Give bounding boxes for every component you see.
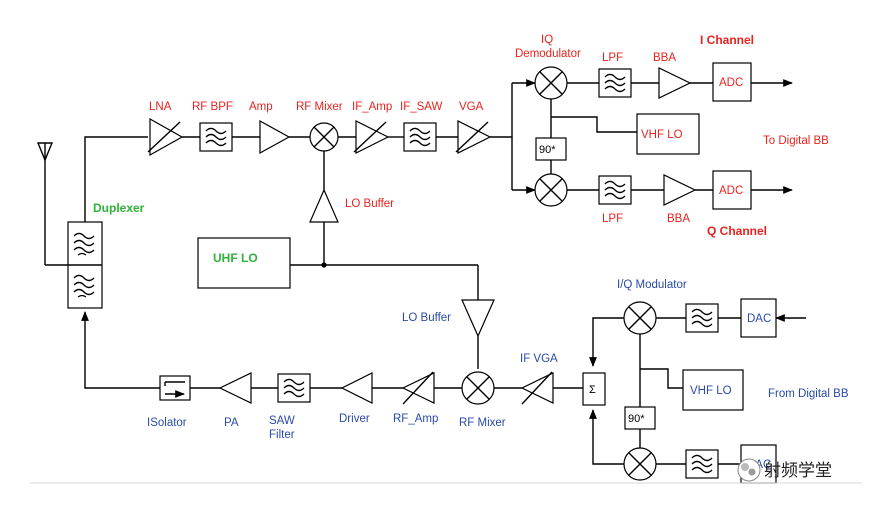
- i-lpf-label: LPF: [602, 52, 623, 64]
- tx-isolator: [159, 375, 191, 401]
- tx-pa-label: PA: [224, 417, 239, 429]
- tx-rf-mixer: [461, 371, 495, 405]
- if-saw-filter: [403, 122, 437, 152]
- tx-rf-amp-amplifier: [401, 371, 435, 405]
- q-bba-amplifier: [663, 174, 697, 206]
- amp-label: Amp: [249, 101, 273, 113]
- tx-phase-label: 90*: [628, 413, 645, 425]
- iq-demod-mixer-q: [534, 173, 568, 207]
- if-amp-amplifier: [353, 120, 390, 154]
- wechat-icon: [737, 458, 761, 482]
- duplexer-label: Duplexer: [93, 201, 145, 215]
- rx-wire-duplexer-lna: [84, 136, 148, 222]
- vga-amplifier: [455, 120, 492, 154]
- lna-label: LNA: [149, 101, 172, 113]
- tx-if-vga-amplifier: [520, 371, 554, 405]
- q-lpf-label: LPF: [602, 213, 623, 225]
- amp-amplifier: [259, 119, 291, 155]
- i-lpf-filter: [598, 68, 632, 98]
- q-bba-label: BBA: [667, 213, 690, 225]
- tx-saw-label-2: Filter: [269, 429, 295, 441]
- vga-label: VGA: [459, 101, 484, 113]
- tx-rf-mixer-label: RF Mixer: [459, 417, 506, 429]
- tx-driver-label: Driver: [339, 413, 370, 425]
- i-bba-amplifier: [658, 67, 692, 99]
- tx-isolator-label: ISolator: [147, 417, 187, 429]
- to-digital-bb-label: To Digital BB: [763, 135, 829, 147]
- tx-wire-isolator-duplexer: [81, 311, 160, 389]
- rx-lo-buffer-label: LO Buffer: [345, 198, 394, 210]
- rf-bpf-label: RF BPF: [192, 101, 233, 113]
- tx-vhf-lo-label: VHF LO: [690, 385, 732, 397]
- i-bba-label: BBA: [653, 52, 676, 64]
- rx-lo-buffer: [309, 188, 339, 223]
- tx-summer-symbol: Σ: [589, 384, 596, 396]
- uhf-lo-label: UHF LO: [213, 251, 258, 265]
- iq-demod-label-1: IQ: [541, 34, 553, 46]
- iq-mod-mixer-i: [623, 301, 657, 335]
- iq-mod-mixer-q: [623, 447, 657, 481]
- lna-amplifier: [147, 117, 184, 157]
- tx-pa-amplifier: [218, 372, 252, 404]
- tx-q-filter: [685, 449, 719, 479]
- q-adc-label: ADC: [719, 185, 743, 197]
- iq-demod-label-2: Demodulator: [515, 48, 581, 60]
- tx-if-vga-label: IF VGA: [520, 353, 558, 365]
- watermark-text: 射频学堂: [764, 461, 832, 481]
- i-adc-label: ADC: [719, 77, 743, 89]
- rx-rf-mixer: [309, 122, 339, 152]
- rx-rf-mixer-label: RF Mixer: [296, 101, 343, 113]
- tx-lo-buffer-label: LO Buffer: [402, 312, 451, 324]
- rx-phase-label: 90*: [539, 144, 556, 156]
- i-dac-label: DAC: [747, 313, 771, 325]
- q-lpf-filter: [598, 175, 632, 205]
- tx-lo-buffer: [461, 299, 495, 338]
- tx-rf-amp-label: RF_Amp: [393, 413, 438, 425]
- tx-driver-amplifier: [340, 372, 373, 404]
- i-channel-label: I Channel: [700, 33, 754, 47]
- tx-saw-label-1: SAW: [269, 415, 295, 427]
- tx-vhf-lo-block: [682, 369, 744, 411]
- uhf-lo-block: [197, 237, 291, 289]
- if-amp-label: IF_Amp: [352, 101, 392, 113]
- rf-bpf-filter: [199, 122, 233, 152]
- rx-wire-vga-split: [490, 83, 513, 138]
- lo-junction-dot: [321, 262, 327, 268]
- tx-summer: [582, 372, 606, 406]
- antenna-icon: [36, 142, 68, 266]
- rx-vhf-lo-label: VHF LO: [641, 129, 683, 141]
- rx-vhf-lo-block: [636, 113, 700, 155]
- from-digital-bb-label: From Digital BB: [768, 388, 849, 400]
- q-channel-label: Q Channel: [707, 224, 767, 238]
- duplexer: [67, 221, 103, 309]
- tx-i-filter: [685, 303, 719, 333]
- iq-mod-label: I/Q Modulator: [617, 279, 687, 291]
- iq-demod-mixer-i: [534, 66, 568, 100]
- if-saw-label: IF_SAW: [400, 101, 443, 113]
- tx-saw-filter: [277, 373, 311, 403]
- i-adc-block: [712, 62, 752, 102]
- watermark: 射频学堂: [737, 458, 832, 482]
